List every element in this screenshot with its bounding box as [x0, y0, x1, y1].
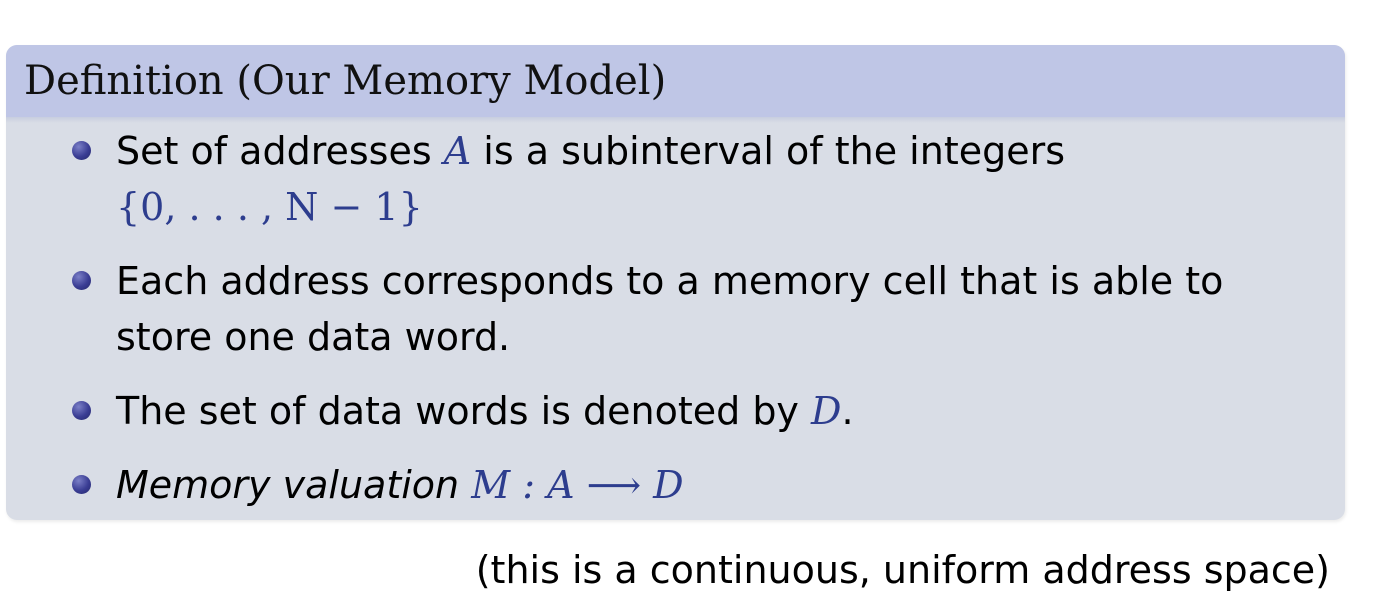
list-item-addresses: Set of addresses A is a subinterval of t… [6, 123, 1345, 235]
definition-list: Set of addresses A is a subinterval of t… [6, 123, 1345, 513]
math-A: A [443, 129, 472, 173]
math-interval: {0, . . . , N − 1} [116, 185, 423, 229]
definition-block: Definition (Our Memory Model) Set of add… [6, 45, 1345, 520]
item-text: Each address corresponds to a memory cel… [116, 259, 1224, 359]
math-valuation: M : A ⟶ D [471, 463, 684, 507]
list-item-data-words: The set of data words is denoted by D. [6, 383, 1345, 439]
list-item-cells: Each address corresponds to a memory cel… [6, 253, 1236, 365]
item-text: The set of data words is denoted by [116, 389, 812, 433]
bullet-icon [72, 141, 91, 160]
definition-title: Definition (Our Memory Model) [6, 45, 1345, 117]
caption-text: (this is a continuous, uniform address s… [475, 548, 1330, 592]
item-text: . [841, 389, 854, 433]
bullet-icon [72, 475, 91, 494]
math-D: D [811, 389, 842, 433]
title-shadow [6, 117, 1345, 123]
emphasized-term: Memory valuation [116, 463, 460, 507]
item-text: is a subinterval of the integers [471, 129, 1066, 173]
item-text: Set of addresses [116, 129, 444, 173]
list-item-valuation: Memory valuation M : A ⟶ D [6, 457, 1345, 513]
bullet-icon [72, 401, 91, 420]
bullet-icon [72, 271, 91, 290]
